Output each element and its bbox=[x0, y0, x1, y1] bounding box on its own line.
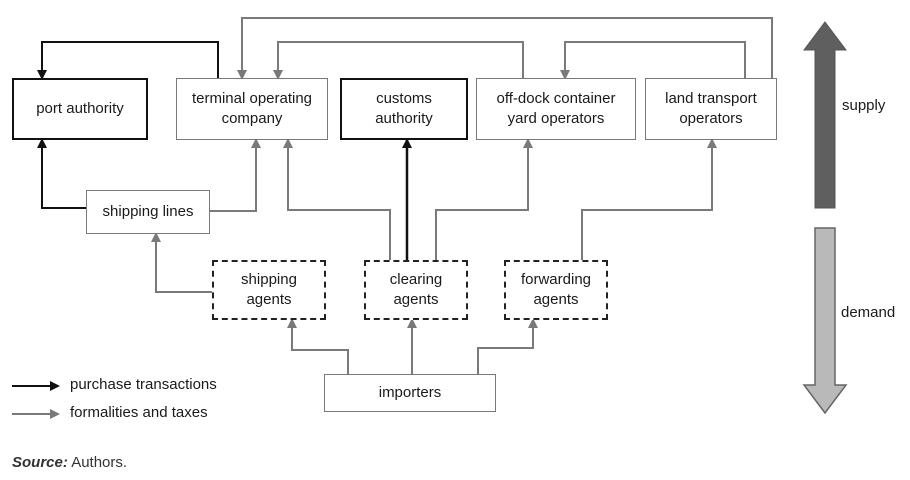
node-clearing-agents: clearing agents bbox=[364, 260, 468, 320]
node-forwarding-agents: forwarding agents bbox=[504, 260, 608, 320]
node-port-authority: port authority bbox=[12, 78, 148, 140]
node-terminal-operating-company-label: terminal operating company bbox=[191, 90, 313, 127]
edge-offdock-to-terminal bbox=[273, 41, 524, 80]
source-text: Authors. bbox=[71, 454, 128, 471]
edge-terminal-to-port-authority bbox=[37, 41, 219, 80]
demand-arrow-icon bbox=[802, 227, 848, 415]
node-importers-label: importers bbox=[378, 384, 442, 401]
edge-clearing-to-terminal bbox=[283, 138, 391, 260]
node-customs-authority-label: customs authority bbox=[375, 90, 433, 127]
node-shipping-lines-label: shipping lines bbox=[102, 203, 194, 220]
edge-importers-to-shipping-agents bbox=[287, 318, 349, 374]
edge-shipping-agents-to-shipping-lines bbox=[151, 232, 212, 293]
edge-land-transport-to-terminal bbox=[237, 17, 773, 80]
node-shipping-lines: shipping lines bbox=[86, 190, 210, 234]
node-shipping-agents: shipping agents bbox=[212, 260, 326, 320]
node-terminal-operating-company: terminal operating company bbox=[176, 78, 328, 140]
edge-forwarding-to-land-transport bbox=[581, 138, 717, 260]
node-shipping-agents-label: shipping agents bbox=[241, 271, 297, 308]
supply-arrow-icon bbox=[803, 21, 847, 209]
source-label: Source: bbox=[12, 454, 68, 471]
node-clearing-agents-label: clearing agents bbox=[389, 271, 443, 308]
node-off-dock-yard-operators: off-dock container yard operators bbox=[476, 78, 636, 140]
node-off-dock-yard-operators-label: off-dock container yard operators bbox=[496, 90, 616, 127]
demand-label: demand bbox=[841, 304, 896, 321]
supply-label: supply bbox=[842, 97, 886, 114]
legend-purchase-label: purchase transactions bbox=[70, 376, 217, 393]
edge-shipping-lines-to-port-authority bbox=[37, 138, 88, 209]
edge-shipping-lines-to-terminal bbox=[210, 138, 261, 212]
edge-land-transport-to-offdock bbox=[560, 41, 746, 80]
edge-clearing-to-offdock bbox=[435, 138, 533, 260]
node-forwarding-agents-label: forwarding agents bbox=[520, 271, 592, 308]
node-importers: importers bbox=[324, 374, 496, 412]
node-land-transport-operators: land transport operators bbox=[645, 78, 777, 140]
source-note: Source: Authors. bbox=[12, 454, 127, 471]
node-land-transport-operators-label: land transport operators bbox=[665, 90, 757, 127]
node-customs-authority: customs authority bbox=[340, 78, 468, 140]
edge-importers-to-forwarding-agents bbox=[477, 318, 538, 374]
legend-formalities-label: formalities and taxes bbox=[70, 404, 208, 421]
node-port-authority-label: port authority bbox=[36, 100, 124, 117]
